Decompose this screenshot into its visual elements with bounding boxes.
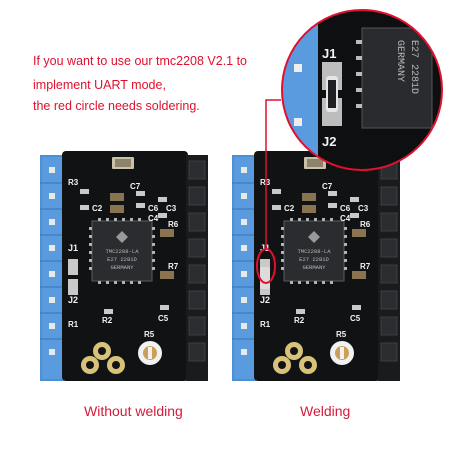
chip-marking-2: E27 2281D — [299, 256, 329, 263]
silk-r5: R5 — [144, 330, 155, 339]
silk-r1: R1 — [260, 320, 271, 329]
silk-r6: R6 — [360, 220, 371, 229]
silk-c5: C5 — [158, 314, 169, 323]
silk-j2: J2 — [260, 295, 270, 305]
silk-r6: R6 — [168, 220, 179, 229]
silk-r7: R7 — [168, 262, 179, 271]
instruction-line-1: If you want to use our tmc2208 V2.1 to — [33, 54, 248, 68]
silk-c6: C6 — [148, 204, 159, 213]
silk-r3: R3 — [68, 178, 79, 187]
silk-c5: C5 — [350, 314, 361, 323]
chip-marking-1: TMC2208-LA — [297, 248, 331, 255]
silk-c4: C4 — [148, 214, 159, 223]
silk-c2: C2 — [284, 204, 295, 213]
silk-r2: R2 — [294, 316, 305, 325]
zoom-chip-marking-2: GERMANY — [394, 40, 405, 82]
zoom-detail-circle: J1 J2 E27 2281D GERMANY — [281, 9, 443, 171]
instruction-line-3: the red circle needs soldering. — [33, 99, 200, 113]
silk-c7: C7 — [322, 182, 333, 191]
silk-r1: R1 — [68, 320, 79, 329]
zoom-chip-marking-1: E27 2281D — [408, 40, 419, 94]
chip-marking-3: GERMANY — [302, 264, 326, 271]
silk-c3: C3 — [358, 204, 369, 213]
zoom-silk-j1: J1 — [322, 46, 336, 61]
silk-j1: J1 — [68, 243, 78, 253]
silk-c2: C2 — [92, 204, 103, 213]
chip-marking-1: TMC2208-LA — [105, 248, 139, 255]
callout-line — [265, 99, 281, 249]
silk-c7: C7 — [130, 182, 141, 191]
caption-without-welding: Without welding — [84, 403, 183, 419]
chip-marking-3: GERMANY — [110, 264, 134, 271]
instruction-line-2: implement UART mode, — [33, 78, 166, 92]
zoom-silk-j2: J2 — [322, 134, 336, 149]
chip-marking-2: E27 2281D — [107, 256, 137, 263]
driver-board-welding: R3 C7 C2 C6 C3 C4 R6 J1 R7 J2 R1 R2 C5 R… — [231, 150, 401, 382]
silk-j2: J2 — [68, 295, 78, 305]
silk-c3: C3 — [166, 204, 177, 213]
silk-r7: R7 — [360, 262, 371, 271]
silk-j1: J1 — [260, 243, 270, 253]
silk-r2: R2 — [102, 316, 113, 325]
silk-c6: C6 — [340, 204, 351, 213]
driver-board-without-welding: R3 C7 C2 C6 C3 C4 R6 J1 R7 J2 R1 R2 C5 R… — [39, 150, 209, 382]
silk-c4: C4 — [340, 214, 351, 223]
silk-r5: R5 — [336, 330, 347, 339]
caption-welding: Welding — [300, 403, 351, 419]
